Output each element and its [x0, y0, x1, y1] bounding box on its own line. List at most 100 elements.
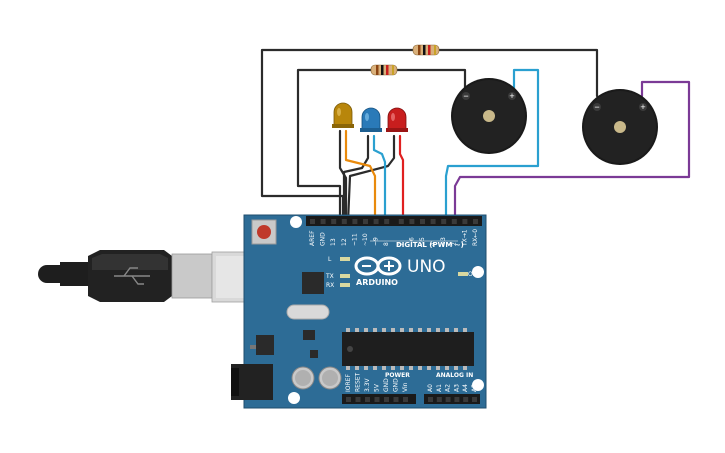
resistor-bottom[interactable]: [370, 64, 398, 76]
digital-pin-label: ~5: [419, 237, 426, 246]
analog-pin-hole[interactable]: [445, 397, 451, 402]
digital-pin-hole[interactable]: [310, 219, 315, 224]
power-pin-hole[interactable]: [393, 397, 399, 402]
on-label: ON: [468, 271, 477, 278]
digital-header: [306, 216, 482, 226]
digital-pin-hole[interactable]: [320, 219, 326, 224]
digital-pin-label: GND: [320, 232, 327, 246]
wire-orange-led[interactable]: [344, 129, 377, 224]
led-orange[interactable]: [332, 102, 354, 128]
analog-header: [424, 394, 480, 404]
analog-header-label: ANALOG IN: [436, 372, 473, 379]
digital-pin-label: TX→1: [461, 229, 468, 247]
led-red[interactable]: [386, 107, 408, 132]
power-pin-hole[interactable]: [384, 397, 389, 402]
wire-red-led[interactable]: [398, 134, 405, 224]
buzzer-1-plus: +: [509, 91, 514, 101]
buzzer-2-minus: −: [594, 102, 599, 112]
power-pin-label: IOREF: [345, 374, 352, 392]
analog-pin-label: A4: [462, 384, 469, 392]
power-pin-label: Vin: [402, 382, 409, 392]
small-ic: [303, 330, 315, 340]
buzzer-2[interactable]: − +: [582, 89, 658, 165]
led-l-label: L: [328, 256, 332, 263]
digital-pin-hole[interactable]: [462, 219, 468, 224]
digital-pin-hole[interactable]: [420, 219, 425, 224]
onboard-leds: L TX RX ON: [325, 256, 477, 289]
model-label: UNO: [407, 257, 446, 277]
power-pin-label: GND: [383, 378, 390, 392]
voltage-regulator: [256, 335, 274, 355]
digital-pin-hole[interactable]: [331, 219, 337, 224]
digital-pin-hole[interactable]: [473, 219, 478, 224]
digital-pin-label: 13: [330, 238, 337, 246]
analog-pin-label: A1: [436, 384, 443, 392]
microcontroller-chip: [342, 328, 474, 370]
digital-pin-hole[interactable]: [409, 219, 415, 224]
digital-pin-label: ~6: [408, 237, 415, 246]
digital-pin-label: ~3: [440, 237, 447, 246]
digital-pin-label: 12: [341, 238, 348, 246]
digital-pin-hole[interactable]: [430, 219, 436, 224]
analog-pin-hole[interactable]: [436, 397, 442, 402]
wire-blue-led[interactable]: [372, 134, 387, 224]
wire-buzzer1-plus[interactable]: [444, 68, 540, 224]
analog-pin-hole[interactable]: [472, 397, 477, 402]
wire-buzzer2-plus[interactable]: [453, 80, 691, 224]
usb-icon: [114, 267, 150, 285]
power-pin-label: 5V: [374, 383, 381, 392]
crystal-oscillator: [286, 304, 330, 320]
wire-led3-cathode[interactable]: [346, 134, 396, 224]
analog-pin-label: A5: [471, 384, 478, 392]
wire-gnd-to-buzzer2[interactable]: [260, 48, 599, 224]
digital-pin-hole[interactable]: [441, 219, 447, 224]
analog-pin-hole[interactable]: [428, 397, 433, 402]
usb-chip: [302, 272, 324, 294]
digital-pin-label: 2: [451, 242, 458, 246]
power-pin-hole[interactable]: [355, 397, 361, 402]
power-pin-hole[interactable]: [365, 397, 370, 402]
digital-pin-label: ~10: [362, 233, 369, 246]
analog-pin-hole[interactable]: [463, 397, 469, 402]
digital-pin-label: AREF: [309, 230, 316, 246]
resistor-top[interactable]: [412, 44, 440, 56]
wires: [260, 48, 691, 224]
digital-pin-hole[interactable]: [373, 219, 379, 224]
digital-pin-hole[interactable]: [352, 219, 358, 224]
digital-pin-hole[interactable]: [363, 219, 368, 224]
arduino-logo: ARDUINO UNO: [354, 256, 446, 287]
buzzer-1[interactable]: − +: [451, 78, 527, 154]
led-blue[interactable]: [360, 107, 382, 132]
digital-pin-hole[interactable]: [451, 219, 457, 224]
power-jack: [231, 364, 273, 400]
analog-pin-label: A0: [427, 384, 434, 392]
buzzer-1-minus: −: [463, 91, 468, 101]
power-pin-hole[interactable]: [403, 397, 408, 402]
power-pin-hole[interactable]: [346, 397, 351, 402]
digital-pin-hole[interactable]: [384, 219, 390, 224]
power-header: [342, 394, 416, 404]
digital-pin-hole[interactable]: [398, 219, 404, 224]
wire-led2-cathode[interactable]: [342, 134, 370, 224]
digital-pin-label: 4: [430, 242, 437, 246]
power-pin-label: RESET: [355, 372, 362, 392]
reset-button[interactable]: [251, 219, 277, 245]
wire-gnd-to-buzzer1[interactable]: [296, 68, 467, 224]
power-pin-label: GND: [393, 378, 400, 392]
digital-pin-label: ~9: [373, 237, 380, 246]
power-pin-hole[interactable]: [374, 397, 380, 402]
brand-label: ARDUINO: [356, 278, 398, 287]
capacitors: [291, 366, 342, 390]
led-tx-label: TX: [325, 273, 334, 280]
analog-pin-label: A2: [445, 384, 452, 392]
power-header-label: POWER: [385, 372, 410, 379]
analog-pin-hole[interactable]: [454, 397, 460, 402]
digital-pin-hole[interactable]: [341, 219, 347, 224]
digital-pin-label: 7: [398, 242, 405, 246]
digital-pin-label: ~11: [351, 233, 358, 246]
